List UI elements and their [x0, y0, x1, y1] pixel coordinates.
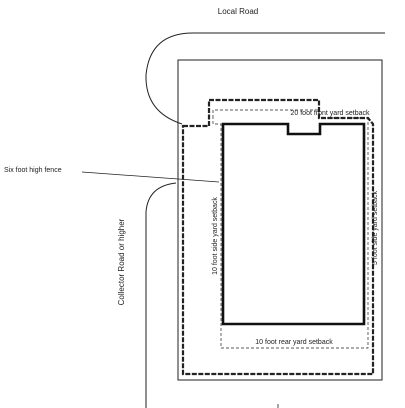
- setback-envelope: [212, 109, 369, 349]
- collector-road-label: Collector Road or higher: [117, 218, 126, 305]
- lot-boundary: [177, 59, 383, 381]
- left-setback-label: 10 foot side yard setback: [212, 197, 219, 275]
- building-footprint: [221, 122, 366, 326]
- fence-leader-line: [81, 171, 220, 183]
- road-corner-curve-top: [145, 32, 194, 125]
- front-setback-label: 20 foot front yard setback: [291, 110, 370, 117]
- local-road-label: Local Road: [218, 7, 258, 16]
- road-corner-curve-bottom: [145, 182, 177, 213]
- right-setback-label: 5 foot side yard setback: [372, 191, 379, 265]
- collector-road: [145, 182, 177, 408]
- fence-label: Six foot high fence: [4, 167, 62, 174]
- local-road: [145, 32, 385, 125]
- rear-setback-label: 10 foot rear yard setback: [255, 339, 333, 346]
